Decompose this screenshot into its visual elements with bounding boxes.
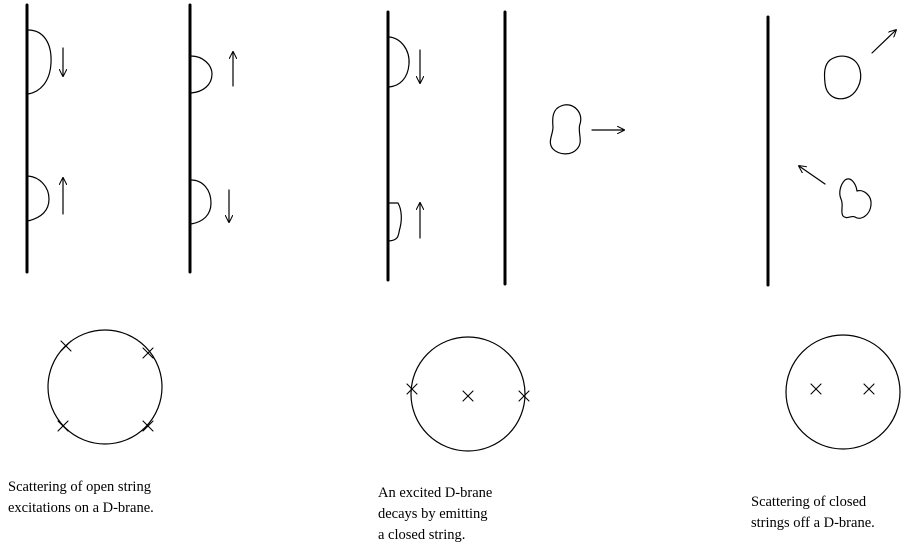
closed-string-loop — [839, 178, 872, 219]
worldsheet-disk — [785, 334, 901, 450]
vertex-mark — [406, 383, 418, 395]
closed-string-loop — [823, 55, 862, 100]
caption-line: strings off a D-brane. — [751, 515, 875, 531]
panel-closed-string-scattering — [766, 15, 901, 450]
caption-open-string-scattering: Scattering of open string excitations on… — [8, 477, 154, 519]
caption-line: excitations on a D-brane. — [8, 500, 154, 516]
open-string-loop — [388, 36, 410, 88]
worldsheet-disk — [47, 329, 163, 445]
caption-line: An excited D-brane — [378, 485, 493, 501]
vertex-mark — [810, 383, 822, 395]
open-string-loop — [388, 202, 402, 242]
vertex-mark — [518, 390, 530, 402]
caption-line: decays by emitting — [378, 506, 488, 522]
open-string-loop — [27, 29, 52, 95]
vertex-mark — [462, 390, 474, 402]
caption-line: a closed string. — [378, 527, 466, 543]
caption-line: Scattering of open string — [8, 479, 151, 495]
vertex-mark — [142, 420, 154, 432]
open-string-loop — [27, 175, 50, 222]
panel-excited-brane-decay — [386, 10, 624, 452]
worldsheet-disk — [410, 336, 526, 452]
caption-excited-brane-decay: An excited D-brane decays by emitting a … — [378, 483, 492, 546]
outgoing-arrow — [871, 30, 896, 54]
open-string-loop — [190, 179, 212, 225]
closed-string-loop — [549, 104, 582, 155]
open-string-loop — [190, 55, 213, 94]
outgoing-arrow — [799, 166, 826, 185]
panel-open-string-scattering — [25, 3, 233, 445]
caption-line: Scattering of closed — [751, 494, 867, 510]
vertex-mark — [863, 383, 875, 395]
vertex-mark — [142, 347, 154, 359]
caption-closed-string-scattering: Scattering of closed strings off a D-bra… — [751, 492, 875, 534]
vertex-mark — [60, 340, 72, 352]
vertex-mark — [57, 420, 69, 432]
